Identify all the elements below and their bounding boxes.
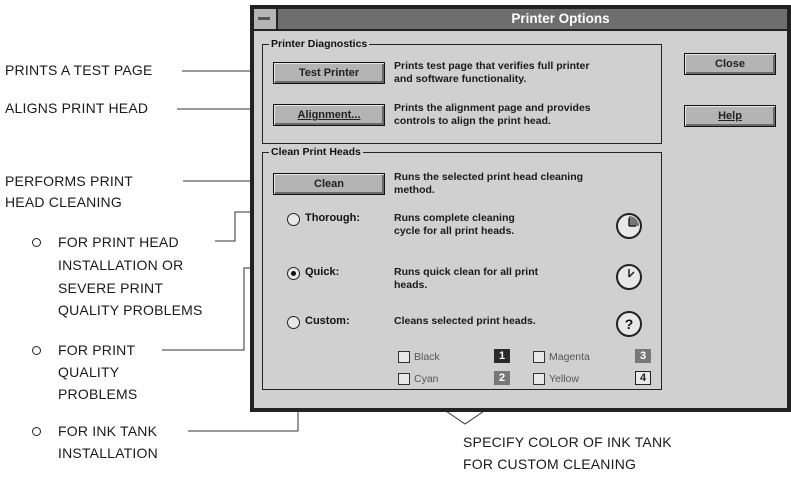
printer-diagnostics-group: Printer Diagnostics Test Printer Prints …	[262, 37, 662, 144]
alignment-label: Alignment...	[297, 109, 361, 121]
bullet-thorough	[32, 238, 41, 247]
magenta-number-badge: 3	[635, 349, 651, 363]
thorough-desc-line1: Runs complete cleaning	[394, 212, 515, 224]
printer-options-dialog: Printer Options Printer Diagnostics Test…	[250, 5, 791, 412]
system-menu-icon[interactable]	[254, 9, 278, 29]
clean-button[interactable]: Clean	[273, 173, 385, 195]
callout-clean-line1: PERFORMS PRINT	[5, 173, 134, 189]
question-mark: ?	[624, 316, 634, 332]
callout-custom-line1: FOR INK TANK	[58, 423, 158, 439]
close-button[interactable]: Close	[684, 53, 776, 75]
yellow-label[interactable]: Yellow	[549, 373, 579, 385]
black-label[interactable]: Black	[414, 351, 440, 363]
alignment-desc-line2: controls to align the print head.	[394, 115, 551, 127]
black-number-badge: 1	[494, 349, 510, 363]
callout-clean-line2: HEAD CLEANING	[5, 194, 122, 210]
yellow-checkbox[interactable]	[533, 373, 545, 385]
window-title: Printer Options	[511, 11, 610, 26]
test-printer-desc-line1: Prints test page that verifies full prin…	[394, 60, 590, 72]
quick-radio[interactable]	[287, 267, 300, 280]
callout-quick-line2: QUALITY	[58, 364, 120, 380]
thorough-label[interactable]: Thorough:	[305, 212, 360, 224]
cyan-number-badge: 2	[494, 371, 510, 385]
black-checkbox[interactable]	[398, 351, 410, 363]
quick-label[interactable]: Quick:	[305, 266, 340, 278]
callout-thorough-line3: SEVERE PRINT	[58, 280, 164, 296]
quick-desc-line2: heads.	[394, 279, 428, 291]
callout-thorough-line2: INSTALLATION OR	[58, 257, 184, 273]
magenta-label[interactable]: Magenta	[549, 351, 590, 363]
clean-print-heads-group: Clean Print Heads Clean Runs the selecte…	[262, 145, 662, 390]
callout-colors-line2: FOR CUSTOM CLEANING	[463, 456, 637, 472]
magenta-checkbox[interactable]	[533, 351, 545, 363]
bullet-quick	[32, 346, 41, 355]
cyan-checkbox[interactable]	[398, 373, 410, 385]
callout-thorough-line1: FOR PRINT HEAD	[58, 234, 179, 250]
help-button[interactable]: Help	[684, 105, 776, 127]
bullet-custom	[32, 427, 41, 436]
yellow-number-badge: 4	[635, 371, 651, 385]
callout-colors-line1: SPECIFY COLOR OF INK TANK	[463, 434, 672, 450]
callout-thorough-line4: QUALITY PROBLEMS	[58, 302, 203, 318]
custom-radio[interactable]	[287, 316, 300, 329]
clean-desc-line2: method.	[394, 184, 435, 196]
callout-custom-line2: INSTALLATION	[58, 445, 158, 461]
test-printer-desc-line2: and software functionality.	[394, 73, 527, 85]
clean-print-heads-label: Clean Print Heads	[269, 145, 363, 159]
alignment-desc-line1: Prints the alignment page and provides	[394, 102, 591, 114]
cyan-label[interactable]: Cyan	[414, 373, 439, 385]
clock-icon	[616, 264, 642, 290]
printer-diagnostics-label: Printer Diagnostics	[269, 37, 370, 51]
callout-quick-line3: PROBLEMS	[58, 386, 138, 402]
help-label: Help	[718, 110, 742, 122]
callout-quick-line1: FOR PRINT	[58, 342, 136, 358]
custom-label[interactable]: Custom:	[305, 315, 350, 327]
test-printer-button[interactable]: Test Printer	[273, 62, 385, 84]
thorough-radio[interactable]	[287, 213, 300, 226]
clean-desc-line1: Runs the selected print head cleaning	[394, 171, 584, 183]
title-bar[interactable]: Printer Options	[254, 9, 787, 31]
alignment-button[interactable]: Alignment...	[273, 104, 385, 126]
quick-desc-line1: Runs quick clean for all print	[394, 266, 539, 278]
close-label: Close	[715, 58, 745, 70]
custom-desc-line1: Cleans selected print heads.	[394, 315, 536, 327]
clock-three-quarter-icon	[616, 213, 642, 239]
clean-label: Clean	[314, 178, 344, 190]
test-printer-label: Test Printer	[298, 67, 360, 79]
question-clock-icon: ?	[616, 311, 642, 337]
callout-align: ALIGNS PRINT HEAD	[5, 100, 149, 116]
thorough-desc-line2: cycle for all print heads.	[394, 225, 515, 237]
callout-test-page: PRINTS A TEST PAGE	[5, 62, 153, 78]
